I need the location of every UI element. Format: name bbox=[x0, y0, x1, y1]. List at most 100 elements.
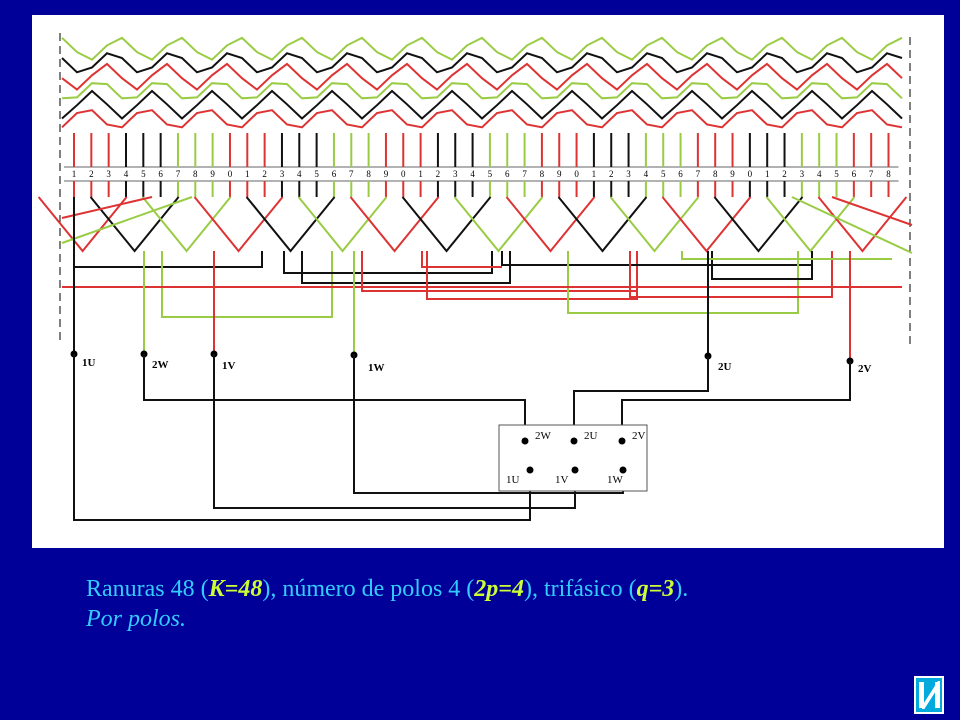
slot-number: 8 bbox=[540, 169, 545, 179]
slot-number: 3 bbox=[280, 169, 285, 179]
slot-number: 9 bbox=[730, 169, 735, 179]
caption-text: ). bbox=[674, 576, 689, 602]
caption-poles-value: 2p=4 bbox=[474, 576, 524, 602]
coil-end-top bbox=[61, 52, 903, 74]
slot-number: 6 bbox=[852, 169, 857, 179]
terminal-label: 2W bbox=[152, 359, 169, 371]
terminal-label: 1V bbox=[222, 360, 236, 372]
coil-end-bottom bbox=[817, 196, 908, 253]
coil-end-bottom bbox=[193, 196, 284, 253]
slot-number: 0 bbox=[401, 169, 406, 179]
box-terminal-dot bbox=[521, 437, 529, 445]
slot-number: 6 bbox=[158, 169, 163, 179]
slot-number: 2 bbox=[262, 169, 267, 179]
group-connection bbox=[629, 251, 833, 298]
slot-number: 7 bbox=[869, 169, 874, 179]
terminal-wire bbox=[143, 354, 526, 441]
terminal-label: 2V bbox=[858, 363, 872, 375]
box-terminal-label: 1U bbox=[506, 474, 520, 486]
return-run bbox=[681, 251, 892, 260]
slot-number: 7 bbox=[522, 169, 527, 179]
group-connection bbox=[301, 251, 511, 284]
coil-end-bottom bbox=[245, 196, 336, 253]
slot-number: 7 bbox=[696, 169, 701, 179]
slot-number: 6 bbox=[505, 169, 510, 179]
group-connection bbox=[426, 251, 638, 300]
slot-number: 6 bbox=[332, 169, 337, 179]
box-terminal-label: 2U bbox=[584, 430, 598, 442]
terminal-label: 1W bbox=[368, 362, 385, 374]
slot-number: 8 bbox=[193, 169, 198, 179]
slot-number: 4 bbox=[297, 169, 302, 179]
coil-end-bottom bbox=[791, 196, 913, 254]
slot-number: 0 bbox=[574, 169, 579, 179]
connection-box bbox=[498, 424, 648, 492]
caption-line-1: Ranuras 48 (K=48), número de polos 4 (2p… bbox=[86, 574, 688, 604]
slot-number: 5 bbox=[314, 169, 319, 179]
slot-number: 3 bbox=[626, 169, 631, 179]
coil-end-bottom bbox=[37, 196, 128, 253]
coil-end-bottom bbox=[141, 196, 232, 253]
slot-number: 4 bbox=[817, 169, 822, 179]
coil-end-top bbox=[61, 36, 903, 61]
coil-end-bottom bbox=[453, 196, 544, 253]
caption: Ranuras 48 (K=48), número de polos 4 (2p… bbox=[86, 574, 688, 634]
terminal-label: 1U bbox=[82, 357, 96, 369]
coil-end-bottom bbox=[349, 196, 440, 253]
slot-number: 8 bbox=[886, 169, 891, 179]
caption-text: ), número de polos 4 ( bbox=[262, 576, 475, 602]
slot-number: 2 bbox=[436, 169, 441, 179]
slot-number: 5 bbox=[141, 169, 146, 179]
return-run bbox=[421, 251, 502, 268]
box-terminal-label: 1W bbox=[607, 474, 624, 486]
group-connection bbox=[711, 251, 813, 280]
slot-number: 2 bbox=[609, 169, 614, 179]
coil-end-top bbox=[61, 62, 903, 91]
group-connection bbox=[283, 251, 493, 274]
box-terminal-dot bbox=[619, 466, 627, 474]
coil-end-bottom bbox=[557, 196, 648, 253]
slot-number: 7 bbox=[176, 169, 181, 179]
slot-number: 4 bbox=[644, 169, 649, 179]
slot-number: 6 bbox=[678, 169, 683, 179]
slot-number: 1 bbox=[245, 169, 250, 179]
caption-slots-value: K=48 bbox=[208, 576, 263, 602]
slot-number: 4 bbox=[470, 169, 475, 179]
group-connection bbox=[73, 251, 263, 268]
terminal-label: 2U bbox=[718, 361, 732, 373]
coil-end-bottom bbox=[61, 196, 153, 219]
box-terminal-dot bbox=[571, 466, 579, 474]
slot-number: 3 bbox=[800, 169, 805, 179]
coil-end-top bbox=[61, 82, 903, 100]
coil-end-bottom bbox=[61, 196, 193, 244]
end-slide-button[interactable] bbox=[914, 676, 944, 714]
coil-end-bottom bbox=[765, 196, 856, 253]
slot-number: 2 bbox=[89, 169, 94, 179]
slot-number: 4 bbox=[124, 169, 129, 179]
coil-end-bottom bbox=[297, 196, 388, 253]
slot-number: 9 bbox=[384, 169, 389, 179]
coil-end-bottom bbox=[89, 196, 180, 253]
slot-number: 3 bbox=[106, 169, 111, 179]
box-terminal-dot bbox=[618, 437, 626, 445]
slot-number: 1 bbox=[72, 169, 77, 179]
slot-number: 1 bbox=[592, 169, 597, 179]
coil-end-top bbox=[61, 89, 903, 120]
slot-number: 1 bbox=[765, 169, 770, 179]
caption-text: ), trifásico ( bbox=[523, 576, 637, 602]
slot-number: 9 bbox=[557, 169, 562, 179]
slot-number: 3 bbox=[453, 169, 458, 179]
slot-number: 8 bbox=[366, 169, 371, 179]
coil-end-top bbox=[61, 109, 903, 129]
box-terminal-dot bbox=[526, 466, 534, 474]
slot-number: 5 bbox=[661, 169, 666, 179]
box-terminal-label: 2W bbox=[535, 430, 552, 442]
terminal-wire bbox=[73, 354, 531, 521]
slot-number: 8 bbox=[713, 169, 718, 179]
coil-end-bottom bbox=[609, 196, 700, 253]
slot-number: 1 bbox=[418, 169, 423, 179]
slot-number: 0 bbox=[228, 169, 233, 179]
box-terminal-label: 1V bbox=[555, 474, 569, 486]
